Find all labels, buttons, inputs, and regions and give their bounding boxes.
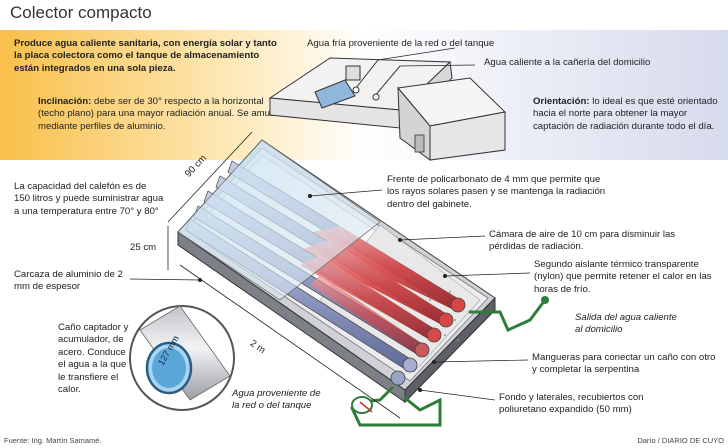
dim-height: 25 cm bbox=[130, 242, 157, 253]
orientacion-body: lo ideal es que esté orientado hacia el … bbox=[533, 96, 718, 132]
aislante-text: Segundo aislante térmico transparente (n… bbox=[534, 259, 712, 295]
footer-source: Fuente: Ing. Martín Samamé. bbox=[4, 436, 102, 445]
house-illustration bbox=[268, 57, 507, 161]
agua-caliente-label: Agua caliente a la cañería del domicilio bbox=[484, 57, 651, 68]
inclinacion-label: Inclinación: bbox=[38, 96, 92, 107]
frente-text: Frente de policarbonato de 4 mm que perm… bbox=[387, 174, 606, 210]
footer-credit: Darío / DIARIO DE CUYO bbox=[637, 436, 724, 445]
leader-lines bbox=[129, 47, 531, 401]
salida-outlet bbox=[541, 296, 549, 304]
agua-fria-label: Agua fría proveniente de la red o del ta… bbox=[307, 38, 495, 49]
page-title: Colector compacto bbox=[10, 3, 152, 22]
salida-text: Salida del agua caliente al domicilio bbox=[575, 312, 677, 336]
inclinacion-text: Inclinación: debe ser de 30° respecto a … bbox=[38, 96, 286, 133]
fondo-text: Fondo y laterales, recubiertos con poliu… bbox=[499, 392, 644, 416]
pipe-detail-magnifier bbox=[129, 305, 235, 411]
polycarbonate-cover bbox=[177, 139, 381, 301]
camara-text: Cámara de aire de 10 cm para disminuir l… bbox=[489, 229, 676, 253]
entrada-inlet bbox=[351, 396, 373, 414]
inclinacion-body: debe ser de 30° respecto a la horizontal… bbox=[38, 96, 279, 132]
capacidad-text: La capacidad del calefón es de 150 litro… bbox=[14, 181, 164, 217]
mangueras-text: Mangueras para conectar un caño con otro… bbox=[532, 352, 716, 376]
orientacion-label: Orientación: bbox=[533, 96, 590, 107]
entrada-text: Agua proveniente de la red o del tanque bbox=[232, 388, 321, 412]
intro-text: Produce agua caliente sanitaria, con ene… bbox=[14, 38, 277, 74]
dimension-lines bbox=[167, 131, 401, 419]
orientacion-text: Orientación: lo ideal es que esté orient… bbox=[533, 96, 721, 133]
carcaza-text: Carcaza de aluminio de 2 mm de espesor bbox=[14, 269, 123, 293]
cano-text: Caño captador y acumulador, de acero. Co… bbox=[58, 322, 129, 396]
